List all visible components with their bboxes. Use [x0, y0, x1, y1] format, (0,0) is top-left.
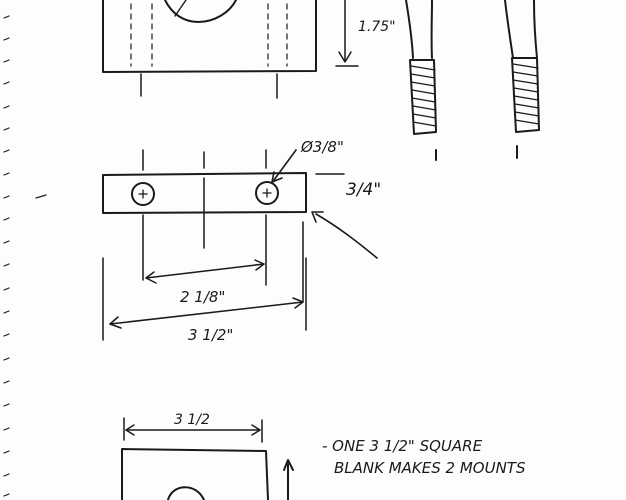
bar-length-dimension	[109, 297, 304, 329]
hole-diameter-leader	[271, 149, 297, 183]
bar-length-label: 3 1/2"	[188, 326, 233, 344]
hidden-hole-lines	[130, 3, 288, 67]
bar-centerlines	[102, 149, 307, 341]
blank-width-dimension	[123, 417, 263, 443]
pointer-arrow	[311, 211, 378, 259]
hole-diameter-label: Ø3/8"	[300, 138, 344, 156]
note-line-1: - ONE 3 1/2" SQUARE	[322, 437, 483, 455]
blank-width-label: 3 1/2	[174, 412, 210, 428]
bar-side-view	[102, 172, 307, 214]
blank-square	[121, 448, 294, 500]
thickness-label: 3/4"	[346, 180, 381, 200]
notebook-margin-marks	[3, 15, 47, 497]
note-line-2: BLANK MAKES 2 MOUNTS	[334, 459, 526, 477]
mount-front-view	[102, 0, 317, 73]
hole-spacing-label: 2 1/8"	[180, 288, 225, 306]
height-dimension-label: 1.75"	[358, 19, 396, 35]
height-dimension	[335, 0, 359, 67]
centerlines-top	[140, 73, 278, 99]
u-bolt-threads	[410, 63, 540, 127]
u-bolt	[405, 0, 540, 161]
hole-spacing-dimension	[145, 259, 265, 284]
hole-markers	[138, 188, 272, 199]
